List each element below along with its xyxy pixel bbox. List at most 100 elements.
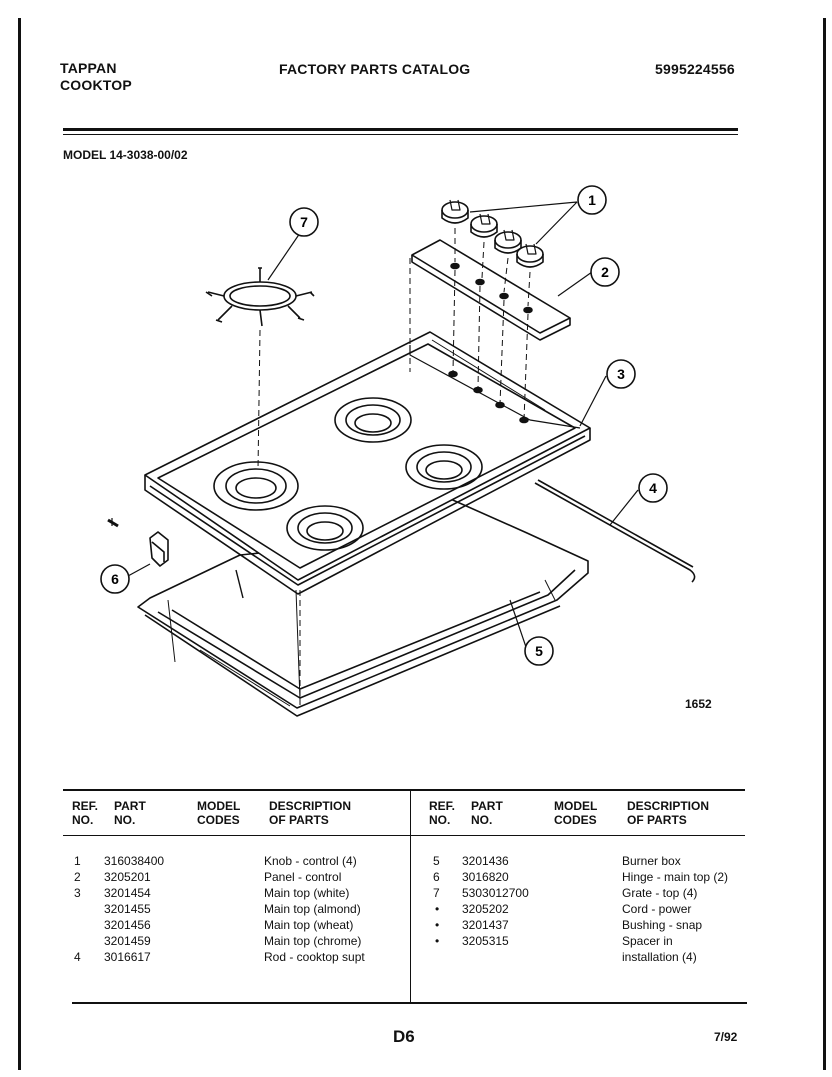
table-header-rule	[63, 835, 745, 836]
table-row: 4 3016617 Rod - cooktop supt	[0, 949, 832, 965]
control-panel-part	[409, 239, 571, 372]
header-line: NO.	[471, 813, 493, 827]
part-no-cell: 3201456	[104, 918, 151, 932]
part-no-cell: 3205201	[104, 870, 151, 884]
part-no-header: PART NO.	[114, 799, 146, 827]
description-cell: Grate - top (4)	[622, 886, 698, 900]
revision-date: 7/92	[714, 1030, 738, 1044]
page-border	[18, 18, 826, 1070]
header-line: CODES	[197, 813, 240, 827]
table-row: 3 3201454 Main top (white)	[0, 885, 832, 901]
description-cell: Main top (wheat)	[264, 918, 354, 932]
header-rule-thin	[63, 134, 738, 135]
header-line: PART	[114, 799, 146, 813]
description-cell: Bushing - snap	[622, 918, 703, 932]
header-line: DESCRIPTION	[269, 799, 352, 813]
description-header: DESCRIPTION OF PARTS	[627, 799, 709, 827]
table-row: 5 3201436 Burner box	[0, 853, 832, 869]
description-header: DESCRIPTION OF PARTS	[269, 799, 351, 827]
model-codes-header: MODEL CODES	[554, 799, 597, 827]
table-row: 1 316038400 Knob - control (4)	[0, 853, 832, 869]
header-line: REF.	[72, 799, 99, 813]
burner-openings	[213, 397, 483, 551]
table-row: 3201459 Main top (chrome)	[0, 933, 832, 949]
part-no-cell: 3201459	[104, 934, 151, 948]
svg-text:7: 7	[300, 214, 308, 230]
exploded-parts-diagram: 1 2 3 4 5 6 7	[100, 185, 696, 717]
control-knobs-part	[441, 199, 544, 424]
description-cell: Hinge - main top (2)	[622, 870, 729, 884]
model-number: MODEL 14-3038-00/02	[63, 148, 188, 162]
header-line: MODEL	[554, 799, 598, 813]
table-row: • 3205202 Cord - power	[0, 901, 832, 917]
ref-no-cell: 6	[433, 870, 440, 884]
table-row: 6 3016820 Hinge - main top (2)	[0, 869, 832, 885]
header-line: OF PARTS	[627, 813, 687, 827]
header-line: REF.	[429, 799, 456, 813]
part-no-cell: 316038400	[104, 854, 165, 868]
table-row: installation (4)	[0, 949, 832, 965]
catalog-title: FACTORY PARTS CATALOG	[279, 61, 471, 77]
description-cell: Cord - power	[622, 902, 692, 916]
table-column-divider	[410, 790, 411, 1003]
part-no-cell: 3201437	[462, 918, 509, 932]
callout-4: 4	[638, 473, 668, 503]
header-line: DESCRIPTION	[627, 799, 710, 813]
ref-no-cell: •	[435, 918, 440, 932]
callout-1: 1	[577, 185, 607, 215]
part-no-header: PART NO.	[471, 799, 503, 827]
header-line: NO.	[429, 813, 451, 827]
table-row: 2 3205201 Panel - control	[0, 869, 832, 885]
hinge-part	[107, 518, 169, 567]
ref-no-cell: 7	[433, 886, 440, 900]
support-rod-part	[299, 479, 696, 705]
description-cell: Main top (white)	[264, 886, 350, 900]
svg-text:3: 3	[617, 366, 625, 382]
ref-no-cell: 4	[74, 950, 81, 964]
callout-6: 6	[100, 564, 130, 594]
catalog-number: 5995224556	[655, 61, 735, 77]
description-cell: Knob - control (4)	[264, 854, 357, 868]
callout-7: 7	[289, 207, 319, 237]
svg-text:6: 6	[111, 571, 119, 587]
table-row: • 3205315 Spacer in	[0, 933, 832, 949]
part-no-cell: 3201455	[104, 902, 151, 916]
part-no-cell: 5303012700	[462, 886, 529, 900]
ref-no-cell: 5	[433, 854, 440, 868]
callout-2: 2	[590, 257, 620, 287]
table-row: • 3201437 Bushing - snap	[0, 917, 832, 933]
header-line: CODES	[554, 813, 597, 827]
part-no-cell: 3201454	[104, 886, 151, 900]
header-line: NO.	[114, 813, 136, 827]
svg-text:1: 1	[588, 192, 596, 208]
ref-no-cell: 1	[74, 854, 81, 868]
ref-no-cell: 3	[74, 886, 81, 900]
main-top-part	[144, 331, 591, 595]
table-top-rule	[63, 789, 745, 791]
burner-box-part	[137, 492, 589, 717]
table-bottom-rule	[72, 1002, 747, 1004]
ref-no-header: REF. NO.	[429, 799, 455, 827]
svg-text:5: 5	[535, 643, 543, 659]
part-no-cell: 3205202	[462, 902, 509, 916]
description-cell: installation (4)	[622, 950, 697, 964]
ref-no-cell: •	[435, 902, 440, 916]
table-row: 7 5303012700 Grate - top (4)	[0, 885, 832, 901]
description-cell: Rod - cooktop supt	[264, 950, 365, 964]
header-line: MODEL	[197, 799, 241, 813]
header-line: OF PARTS	[269, 813, 329, 827]
table-row: 3201456 Main top (wheat)	[0, 917, 832, 933]
svg-text:4: 4	[649, 480, 657, 496]
header-rule-thick	[63, 128, 738, 131]
table-row: 3201455 Main top (almond)	[0, 901, 832, 917]
page-number: D6	[393, 1027, 415, 1046]
header-line: PART	[471, 799, 503, 813]
brand-block: TAPPAN COOKTOP	[60, 60, 132, 94]
part-no-cell: 3201436	[462, 854, 509, 868]
header-line: NO.	[72, 813, 94, 827]
callout-leaders	[127, 201, 639, 651]
callout-5: 5	[524, 636, 554, 666]
part-no-cell: 3016820	[462, 870, 509, 884]
ref-no-cell: •	[435, 934, 440, 948]
description-cell: Panel - control	[264, 870, 342, 884]
